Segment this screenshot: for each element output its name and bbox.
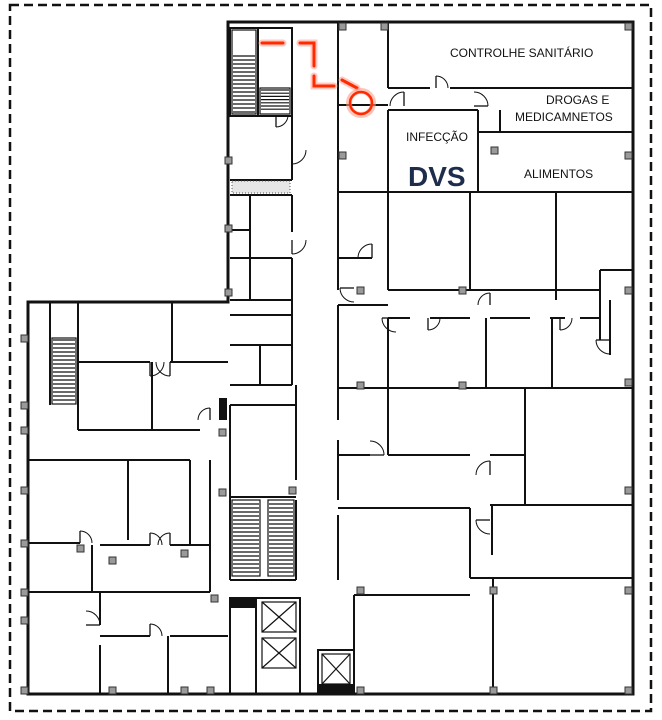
building-outline <box>26 20 635 696</box>
solid-wall-blocks <box>219 398 354 694</box>
column-icon <box>20 22 633 695</box>
room-label-dvs: DVS <box>408 161 466 192</box>
route-path-icon <box>258 39 361 92</box>
upper-left-rooms <box>229 27 293 386</box>
door-swing-icon <box>79 75 611 637</box>
room-label-infeccao: INFECÇÃO <box>406 130 468 144</box>
right-middle-rooms <box>338 192 633 694</box>
room-label-medicamentos: MEDICAMNETOS <box>515 110 613 124</box>
main-corridor <box>291 22 355 694</box>
room-label-controle-sanitario: CONTROLHE SANITÁRIO <box>450 45 593 60</box>
lower-core <box>229 404 355 695</box>
left-wing-rooms <box>28 302 228 694</box>
room-label-drogas: DROGAS E <box>546 93 609 107</box>
stairs-icon <box>231 29 291 115</box>
elevator-icon <box>261 601 351 685</box>
room-label-alimentos: ALIMENTOS <box>524 167 593 181</box>
destination-circle-icon <box>346 88 376 118</box>
stairs-icon <box>51 337 77 405</box>
site-boundary <box>8 3 653 713</box>
